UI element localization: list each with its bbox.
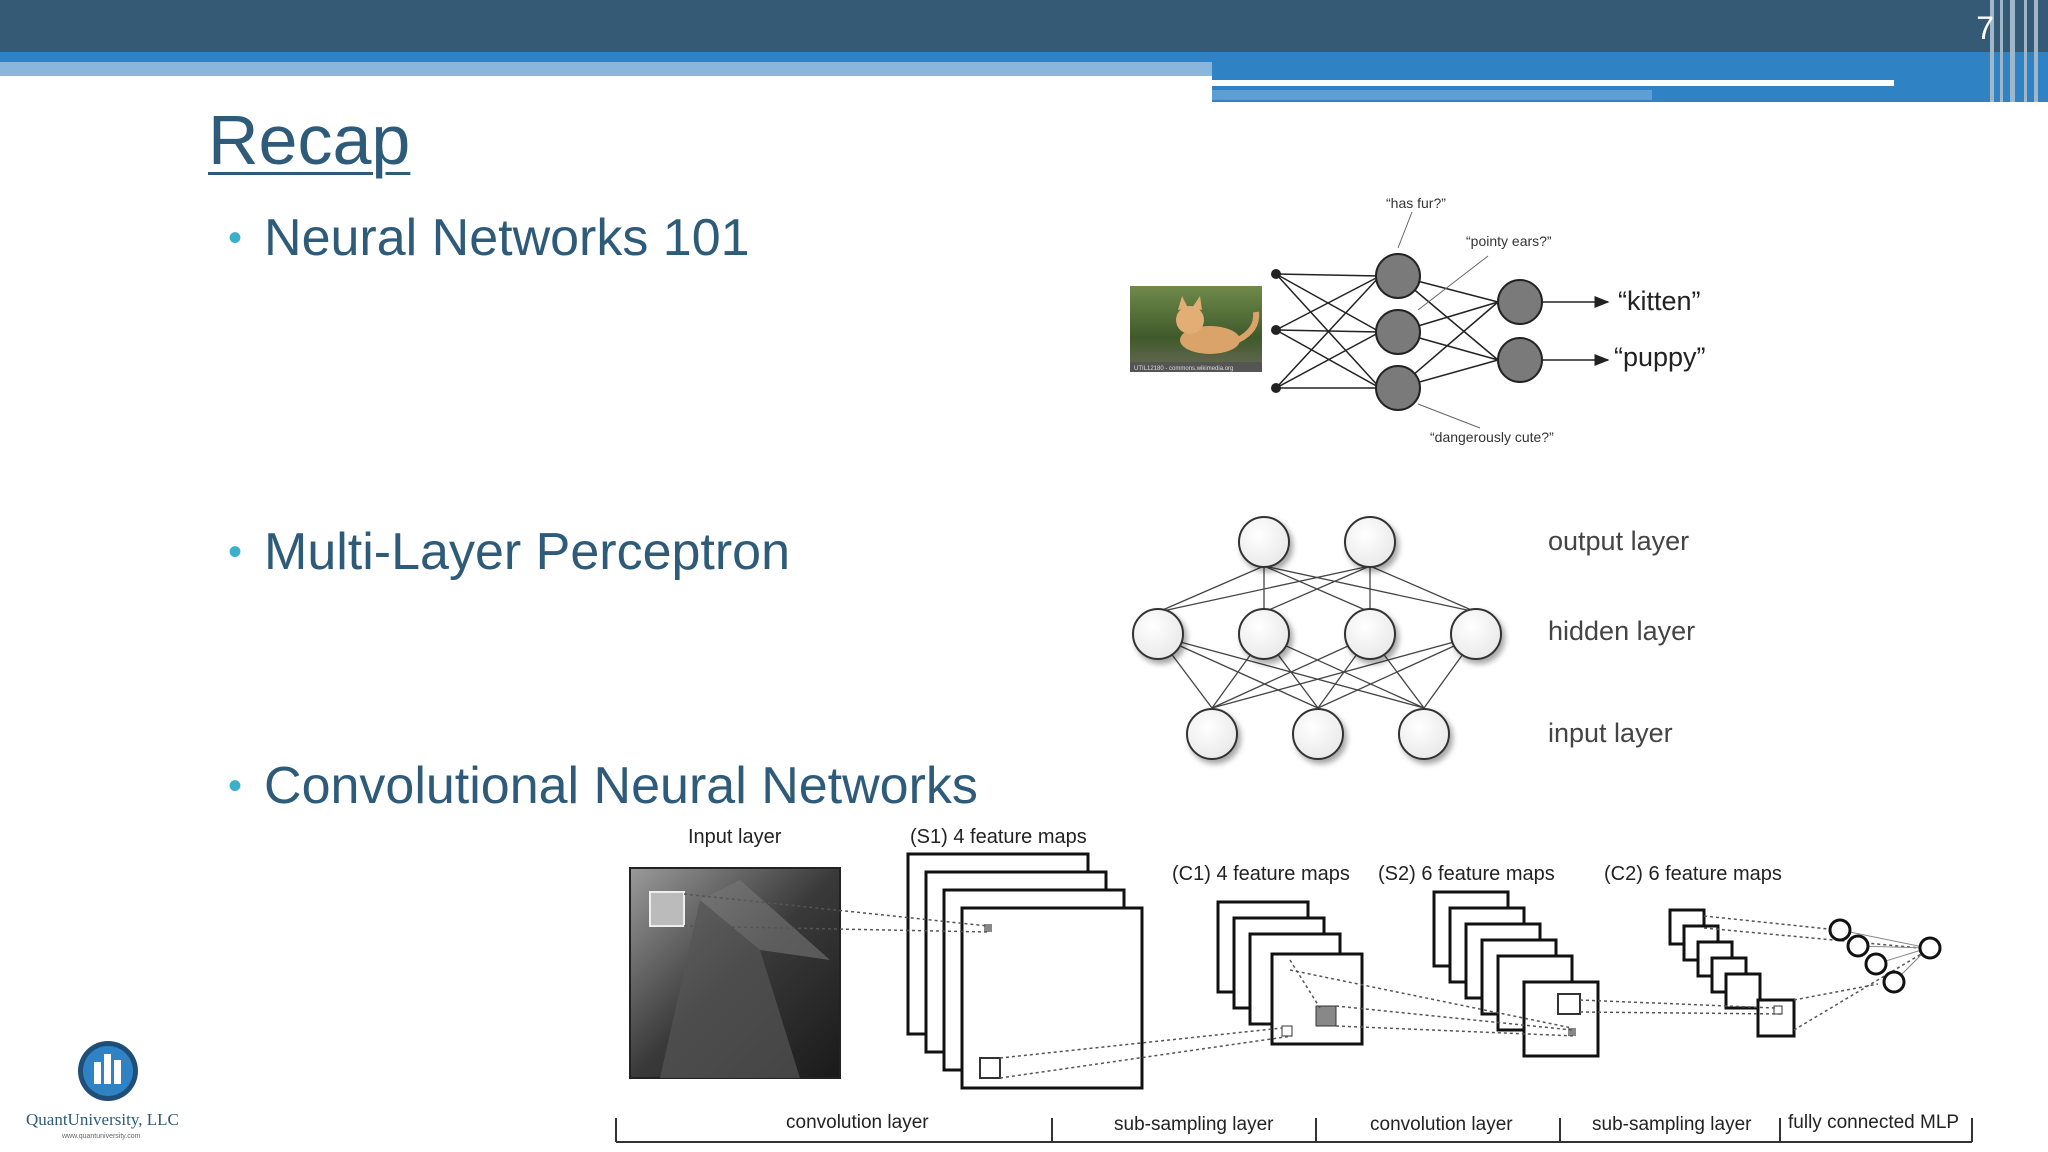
header-stripe (2024, 0, 2027, 102)
header-stripe (1990, 0, 1994, 102)
nn-diagram: UTIL12180 - commons.wikimedia.org “has f… (1130, 195, 1706, 445)
bullet-item: • Convolutional Neural Networks (228, 756, 978, 816)
quantuniversity-logo-icon (78, 1041, 138, 1101)
bullet-item: • Multi-Layer Perceptron (228, 522, 790, 582)
header-bar (0, 0, 2048, 52)
bottom-label: sub-sampling layer (1592, 1114, 1752, 1135)
bottom-label: convolution layer (786, 1112, 929, 1133)
label-pointy-ears: “pointy ears?” (1466, 233, 1552, 249)
mlp-connections (1157, 565, 1477, 709)
page-number: 7 (1976, 10, 1994, 46)
cnn-diagram: Input layer (S1) 4 feature maps (C1) 4 f… (615, 826, 1973, 1143)
bullet-item: • Neural Networks 101 (228, 208, 750, 268)
bullet-text: Neural Networks 101 (264, 209, 750, 267)
bottom-label: convolution layer (1370, 1114, 1513, 1135)
label-output-layer: output layer (1548, 526, 1689, 556)
bullet-text: Multi-Layer Perceptron (264, 523, 791, 581)
input-photo-icon (629, 867, 841, 1079)
header-right-line (1212, 80, 1894, 86)
header-light-band (0, 62, 1212, 76)
cnn-connections (683, 893, 1929, 1079)
header-right-strip (1212, 90, 1652, 100)
mlp-nodes-small (1828, 918, 1942, 994)
bullet-text: Convolutional Neural Networks (264, 757, 978, 815)
label-input-layer: Input layer (688, 826, 782, 848)
c1-maps (1216, 900, 1364, 1046)
label-puppy: “puppy” (1614, 342, 1706, 372)
label-s1: (S1) 4 feature maps (910, 826, 1087, 848)
mlp-nodes (1132, 516, 1502, 760)
cat-photo-caption: UTIL12180 - commons.wikimedia.org (1134, 366, 1233, 372)
label-dangerously-cute: “dangerously cute?” (1430, 429, 1554, 445)
logo-name: QuantUniversity, LLC (26, 1110, 179, 1129)
cnn-bottom-axis (615, 1118, 1973, 1143)
label-input-layer: input layer (1548, 718, 1673, 748)
bottom-label: sub-sampling layer (1114, 1114, 1274, 1135)
bullet-icon: • (228, 216, 243, 260)
bullet-icon: • (228, 530, 243, 574)
header-stripe (2034, 0, 2038, 102)
header-stripe (2010, 0, 2015, 102)
bottom-label: fully connected MLP (1788, 1112, 1959, 1133)
label-c1: (C1) 4 feature maps (1172, 863, 1350, 885)
label-hidden-layer: hidden layer (1548, 616, 1695, 646)
cat-photo-icon: UTIL12180 - commons.wikimedia.org (1130, 286, 1262, 372)
label-c2: (C2) 6 feature maps (1604, 863, 1782, 885)
s2-maps (1432, 890, 1600, 1058)
c2-maps (1668, 908, 1796, 1038)
nn-connections (1275, 211, 1610, 429)
s1-maps (906, 852, 1144, 1090)
label-has-fur: “has fur?” (1386, 195, 1446, 211)
label-kitten: “kitten” (1618, 286, 1701, 316)
bullet-icon: • (228, 764, 243, 808)
label-s2: (S2) 6 feature maps (1378, 863, 1555, 885)
logo-url: www.quantuniversity.com (62, 1133, 141, 1140)
header-stripe (2000, 0, 2003, 102)
header-accent-band (0, 52, 2048, 62)
slide-title: Recap (208, 101, 411, 179)
mlp-diagram: output layer hidden layer input layer (1132, 516, 1695, 760)
